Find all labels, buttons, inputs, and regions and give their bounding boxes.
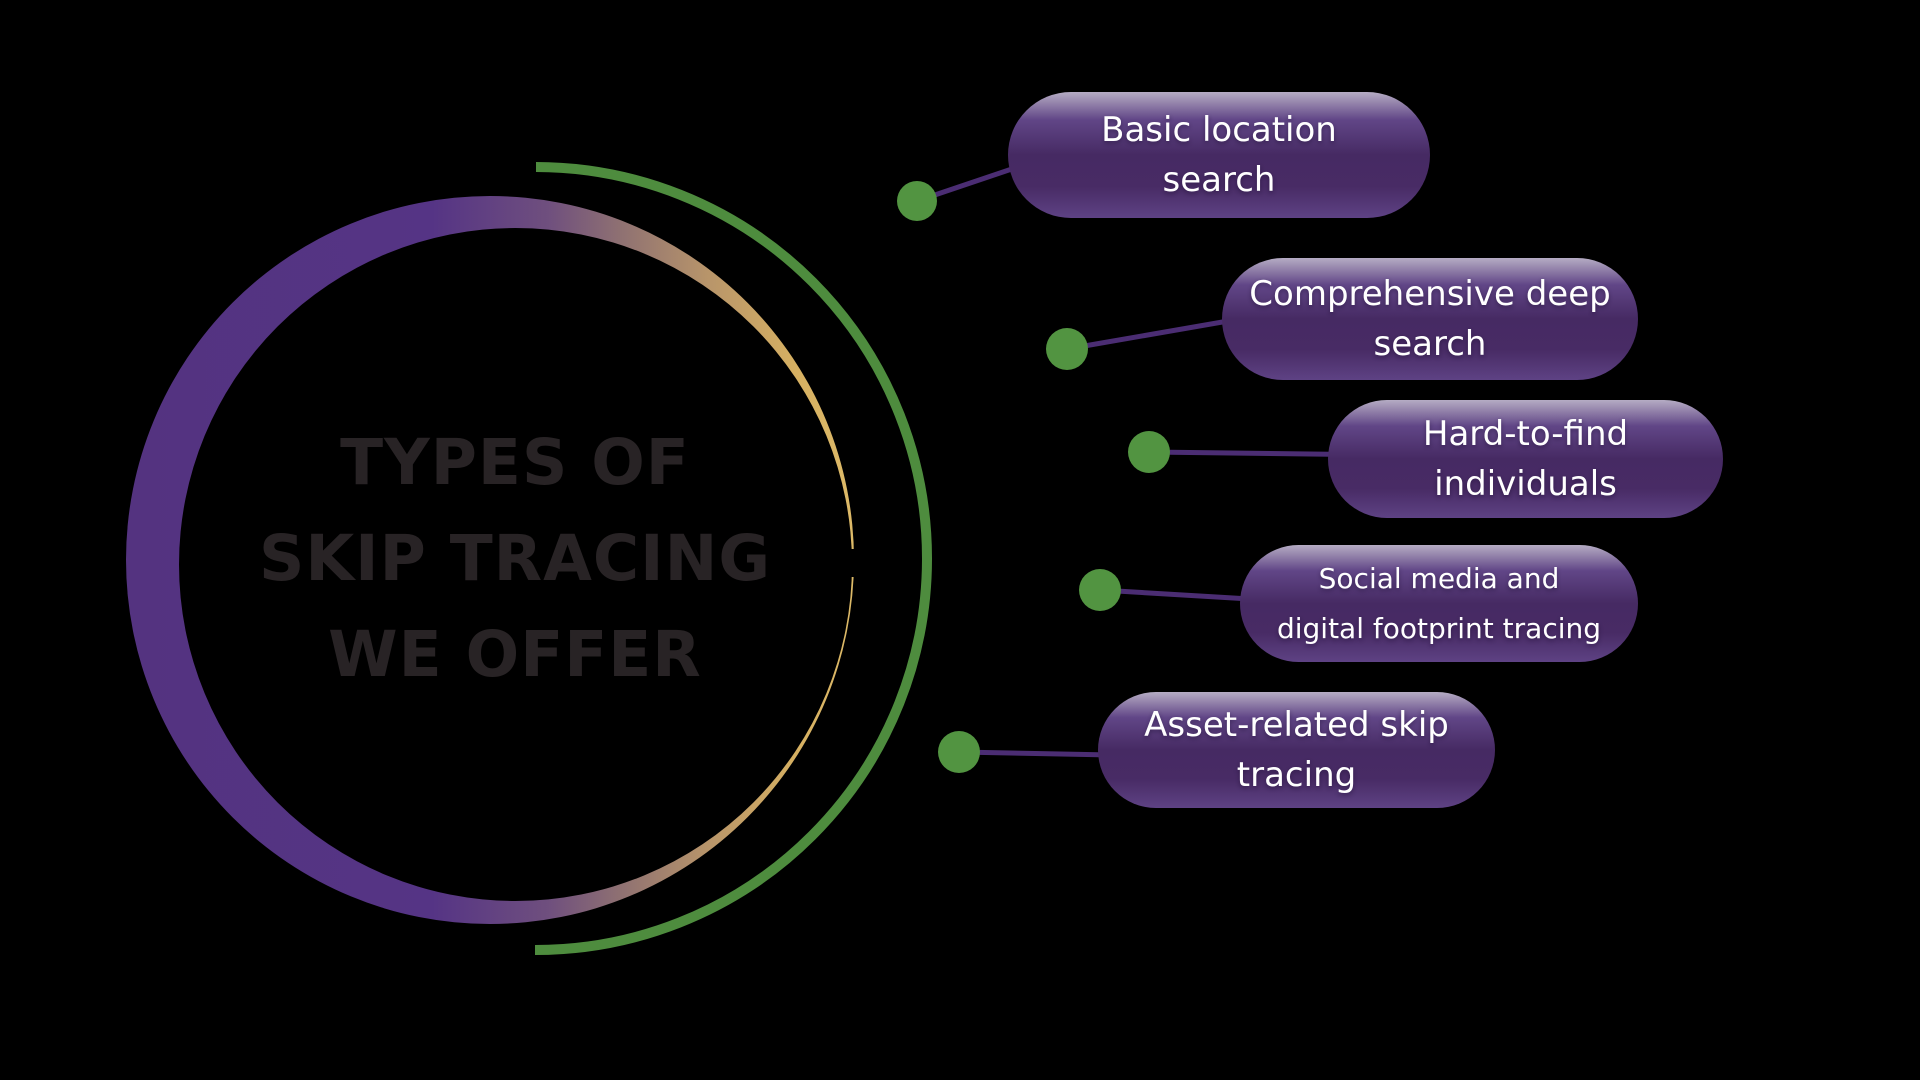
green-dot-basic-location	[897, 181, 937, 221]
title-line-1: TYPES OF	[340, 426, 690, 499]
pill-label-line: search	[1373, 324, 1487, 364]
ring-gap	[844, 549, 866, 577]
title-line-3: WE OFFER	[328, 618, 702, 691]
green-dot-hard-to-find	[1128, 431, 1170, 473]
title-line-2: SKIP TRACING	[258, 522, 772, 595]
green-dot-comprehensive	[1046, 328, 1088, 370]
pill-label-line: digital footprint tracing	[1276, 611, 1602, 645]
infographic-title: TYPES OF SKIP TRACING WE OFFER	[195, 415, 835, 703]
pill-label-line: Basic location	[1101, 110, 1337, 150]
pill-hard-to-find-individuals: Hard-to-find individuals	[1328, 400, 1723, 518]
green-dots	[897, 181, 1170, 773]
pill-label-line: search	[1162, 160, 1276, 200]
pill-social-media-digital-footprint-tracing: Social media and digital footprint traci…	[1240, 545, 1638, 662]
pill-label-line: Hard-to-find	[1422, 414, 1629, 454]
pill-comprehensive-deep-search: Comprehensive deep search	[1222, 258, 1638, 380]
pill-label-line: tracing	[1236, 755, 1357, 795]
pill-label-line: individuals	[1434, 464, 1617, 504]
green-dot-asset-related	[938, 731, 980, 773]
green-dot-social-media	[1079, 569, 1121, 611]
pill-asset-related-skip-tracing: Asset-related skip tracing	[1098, 692, 1495, 808]
pill-label-line: Social media and	[1318, 561, 1560, 595]
pill-label-line: Asset-related skip	[1144, 705, 1449, 745]
pill-label-line: Comprehensive deep	[1249, 274, 1611, 314]
pill-basic-location-search: Basic location search	[1008, 92, 1430, 218]
green-arc	[534, 162, 932, 955]
